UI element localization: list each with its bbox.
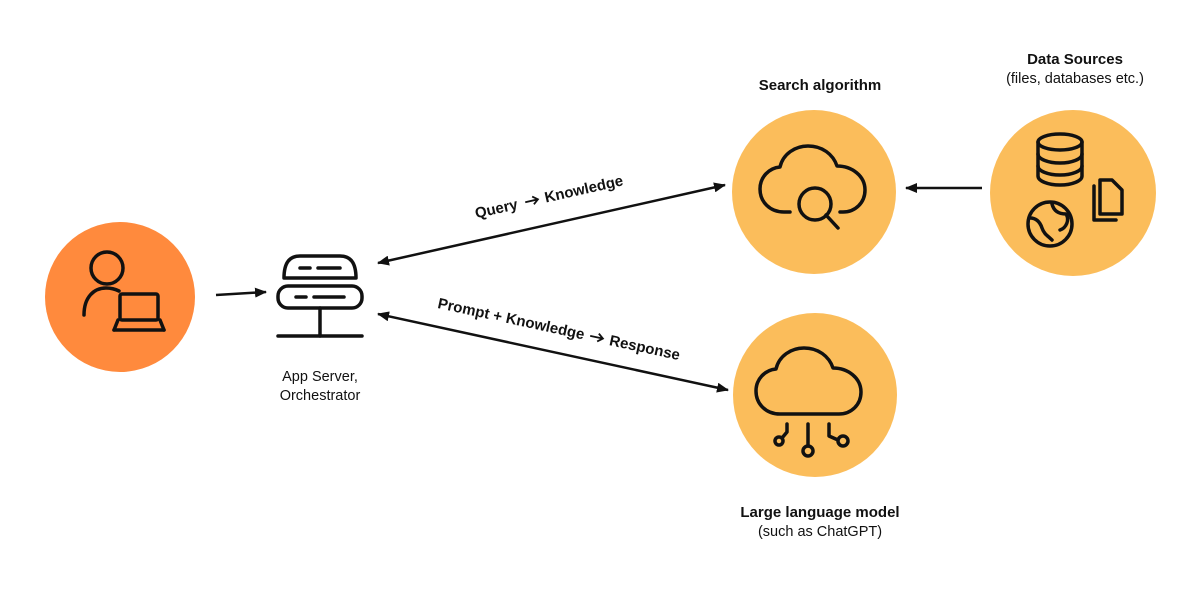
search-node: [732, 110, 896, 274]
cloud-search-icon: [758, 144, 867, 230]
server-label-subtitle: Orchestrator: [279, 387, 361, 404]
edge-prompt-label-right: Response: [608, 332, 682, 364]
sources-label-subtitle: (files, databases etc.): [1006, 70, 1144, 87]
cloud-circuit-icon: [754, 346, 863, 458]
edge-query-mini-arrow: [525, 195, 540, 205]
user-laptop-icon: [82, 250, 166, 332]
llm-label-subtitle: (such as ChatGPT): [757, 523, 883, 540]
edge-query-label-right: Knowledge: [543, 172, 625, 206]
edge-user-to-server: [215, 287, 267, 298]
llm-label: Large language model (such as ChatGPT): [700, 503, 940, 541]
sources-label: Data Sources (files, databases etc.): [975, 50, 1175, 88]
server-stack-icon: [276, 254, 364, 338]
llm-node: [733, 313, 897, 477]
user-node: [45, 222, 195, 372]
llm-label-title: Large language model: [740, 504, 900, 521]
edge-prompt-label-left: Prompt + Knowledge: [436, 295, 586, 343]
server-label: App Server, Orchestrator: [250, 368, 390, 406]
search-label-title: Search algorithm: [758, 77, 882, 94]
edge-prompt: Prompt + Knowledge Response: [377, 295, 729, 393]
edge-query: Query Knowledge: [377, 172, 726, 266]
search-label: Search algorithm: [720, 76, 920, 96]
server-node: [276, 254, 364, 338]
server-label-title: App Server,: [282, 369, 358, 385]
sources-label-title: Data Sources: [1027, 51, 1123, 68]
search-node-circle: [732, 110, 896, 274]
edge-prompt-mini-arrow: [590, 333, 605, 343]
sources-node: [990, 110, 1156, 276]
database-globe-documents-icon: [1026, 132, 1124, 248]
edge-query-label-left: Query: [473, 196, 520, 222]
llm-node-circle: [733, 313, 897, 477]
